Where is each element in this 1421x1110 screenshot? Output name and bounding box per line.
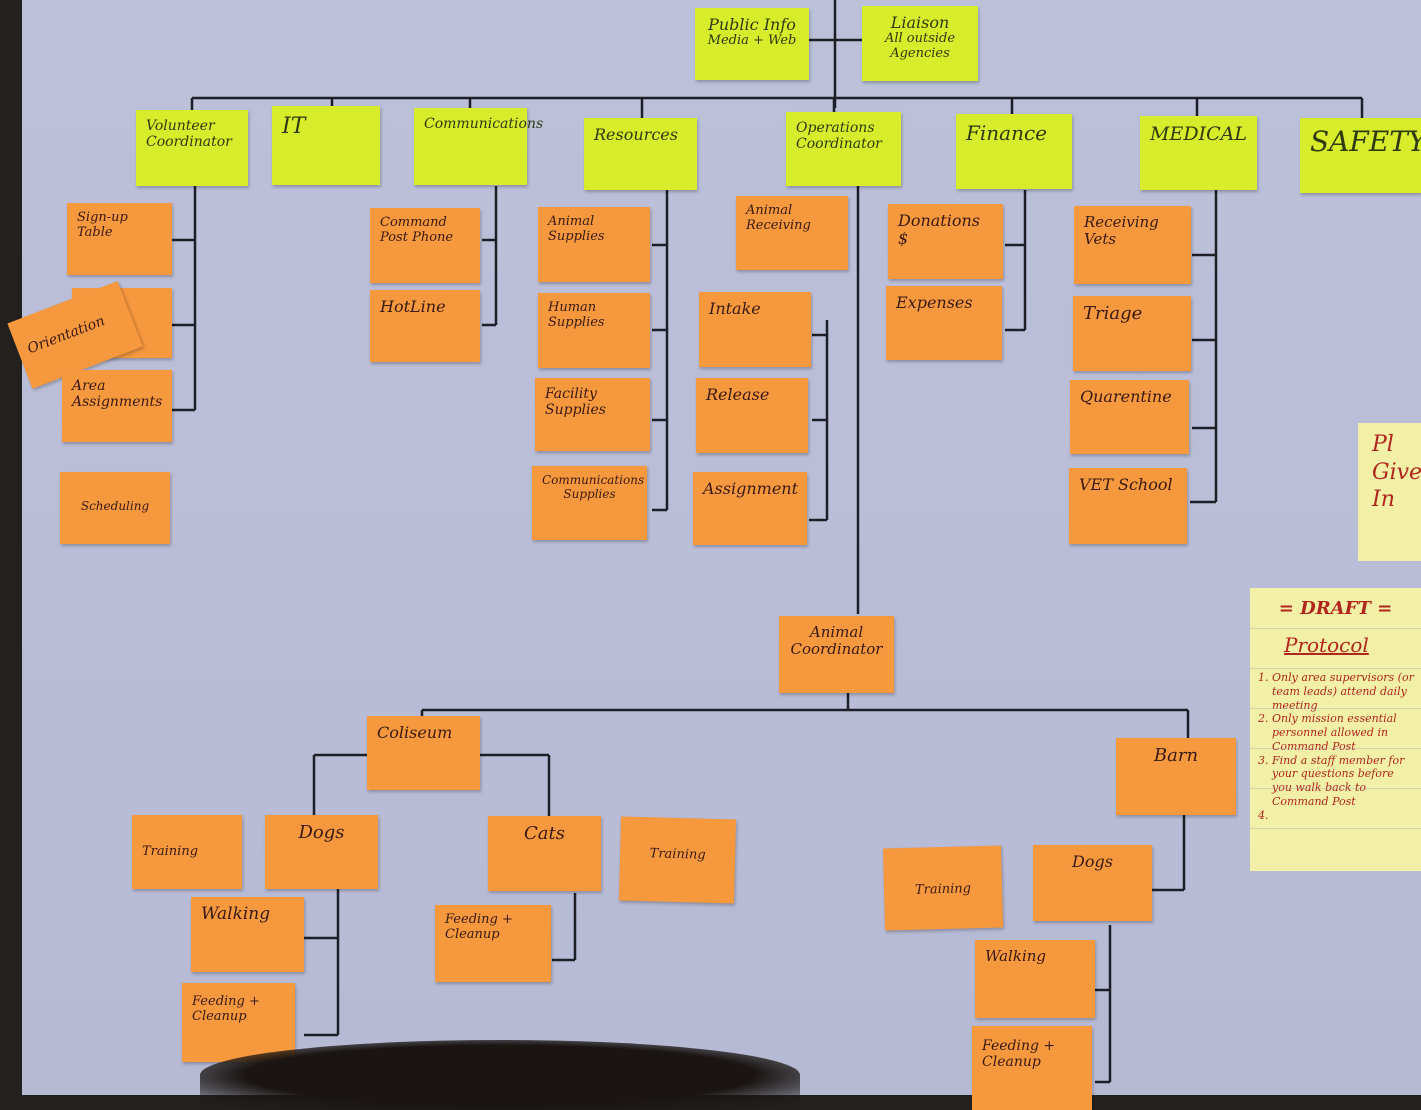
public-info-title: Public Info <box>708 15 796 34</box>
volunteer-coordinator-note: Volunteer Coordinator <box>136 110 248 186</box>
facility-supplies-note: Facility Supplies <box>535 378 650 451</box>
assignment-note: Assignment <box>693 472 807 545</box>
command-post-phone-note: Command Post Phone <box>370 208 480 283</box>
human-supplies-note: Human Supplies <box>538 293 650 368</box>
barn-note: Barn <box>1116 738 1236 815</box>
connector-lines <box>172 0 1364 1084</box>
draft-protocol-pad: = DRAFT = Protocol Only area supervisors… <box>1250 588 1421 871</box>
foreground-shadow <box>200 1040 800 1110</box>
protocol-item: Only area supervisors (or team leads) at… <box>1272 671 1415 712</box>
barn-training-note: Training <box>882 845 1004 931</box>
protocol-item: Find a staff member for your questions b… <box>1272 754 1415 809</box>
triage-note: Triage <box>1073 296 1191 371</box>
intake-note: Intake <box>699 292 811 367</box>
barn-walking-note: Walking <box>975 940 1095 1018</box>
coliseum-cats-feeding-note: Feeding + Cleanup <box>435 905 551 982</box>
coliseum-dogs-feeding-note: Feeding + Cleanup <box>182 983 295 1062</box>
receiving-vets-note: Receiving Vets <box>1074 206 1191 284</box>
liaison-note: Liaison All outside Agencies <box>862 6 978 81</box>
liaison-sub: All outside Agencies <box>884 31 956 62</box>
hotline-note: HotLine <box>370 290 480 362</box>
barn-feeding-note: Feeding + Cleanup <box>972 1026 1092 1110</box>
coliseum-cats-training-note: Training <box>618 816 737 904</box>
safety-note: SAFETY <box>1300 118 1421 193</box>
sign-up-table-note: Sign-up Table <box>67 203 172 275</box>
animal-supplies-note: Animal Supplies <box>538 207 650 282</box>
barn-dogs-note: Dogs <box>1033 845 1152 921</box>
protocol-item <box>1272 809 1415 823</box>
area-assignments-note: Area Assignments <box>62 370 172 442</box>
communications-supplies-note: Communications Supplies <box>532 466 647 540</box>
expenses-note: Expenses <box>886 286 1002 360</box>
animal-receiving-note: Animal Receiving <box>736 196 848 270</box>
coliseum-note: Coliseum <box>367 716 480 790</box>
partial-note-line2: Give <box>1372 459 1421 485</box>
donations-note: Donations $ <box>888 204 1003 279</box>
vet-school-note: VET School <box>1069 468 1187 544</box>
release-note: Release <box>696 378 808 453</box>
org-chart-board: Public Info Media + Web Liaison All outs… <box>7 0 1421 1110</box>
medical-note: MEDICAL <box>1140 116 1257 190</box>
coliseum-walking-note: Walking <box>191 897 304 972</box>
protocol-title: Protocol <box>1284 633 1369 657</box>
finance-note: Finance <box>956 114 1072 189</box>
public-info-note: Public Info Media + Web <box>695 8 809 80</box>
partial-note-line1: Pl <box>1372 432 1394 457</box>
communications-note: Communications <box>414 108 543 185</box>
partial-note-line3: In <box>1372 487 1395 512</box>
it-note: IT <box>272 106 380 185</box>
operations-coordinator-note: Operations Coordinator <box>786 112 901 186</box>
liaison-title: Liaison <box>890 13 950 32</box>
animal-coordinator-note: Animal Coordinator <box>779 616 894 693</box>
partial-yellow-note: Pl Give In <box>1358 423 1421 561</box>
protocol-item: Only mission essential personnel allowed… <box>1272 712 1415 753</box>
draft-label: = DRAFT = <box>1278 598 1393 619</box>
coliseum-dogs-training-note: Training <box>132 815 242 889</box>
protocol-list: Only area supervisors (or team leads) at… <box>1250 671 1421 822</box>
quarentine-note: Quarentine <box>1070 380 1189 454</box>
scheduling-note: Scheduling <box>60 472 170 544</box>
resources-note: Resources <box>584 118 697 190</box>
coliseum-dogs-note: Dogs <box>265 815 378 889</box>
public-info-sub: Media + Web <box>707 33 797 49</box>
coliseum-cats-note: Cats <box>488 816 601 891</box>
